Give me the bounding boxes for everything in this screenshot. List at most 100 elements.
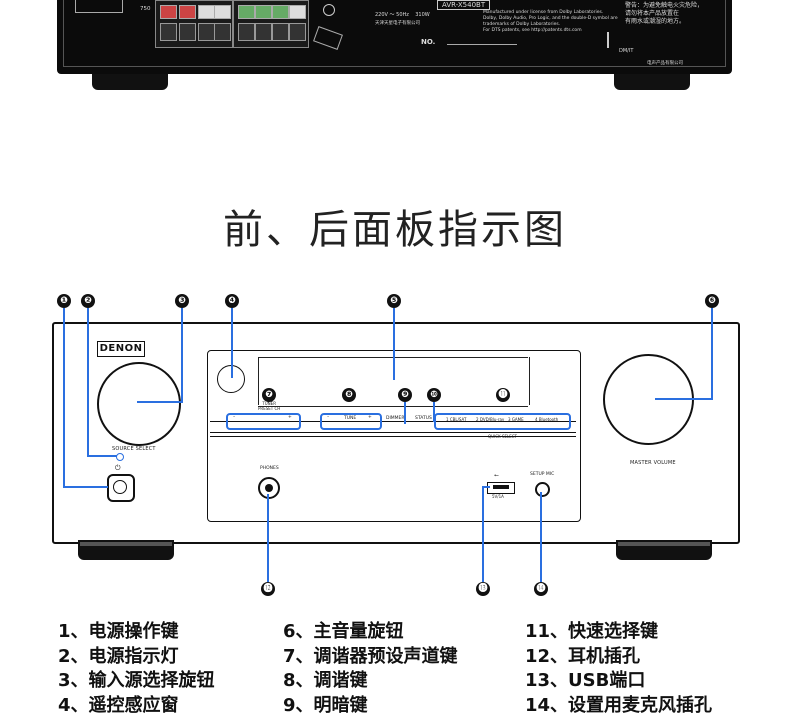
tune-minus[interactable]: – <box>327 415 329 420</box>
rear-warning-text: 警告：为避免触电火灾危险， 请勿将本产品放置在 有雨水或潮湿的地方。 <box>625 2 703 26</box>
legend-item: 6、主音量旋钮 <box>283 620 458 645</box>
terminal-post <box>255 23 272 41</box>
terminal-post <box>238 23 255 41</box>
rear-model-box: AVR-X540BT <box>437 0 490 10</box>
rear-panel: 750 AVR-X540BT 220V ～ 50Hz 310W 天津天星电子有限… <box>57 0 732 74</box>
legend-item: 7、调谐器预设声道键 <box>283 645 458 670</box>
callout-line-13h <box>482 486 490 488</box>
legend-column-2: 6、主音量旋钮 7、调谐器预设声道键 8、调谐键 9、明暗键 <box>283 620 458 718</box>
legend-item: 11、快速选择键 <box>525 620 712 645</box>
quick-select-3[interactable]: 3 GAME <box>508 417 524 422</box>
callout-4: ❹ <box>225 294 239 308</box>
callout-2: ❷ <box>81 294 95 308</box>
callout-7: ❼ <box>262 388 276 402</box>
power-symbol-icon: ⏻ <box>115 464 121 473</box>
callout-6: ❻ <box>705 294 719 308</box>
rear-dmit-label: DM/IT <box>619 48 633 55</box>
callout-line-14 <box>540 492 542 582</box>
callout-line-10 <box>433 402 435 422</box>
callout-12: ⓬ <box>261 582 275 596</box>
callout-8: ❽ <box>342 388 356 402</box>
callout-line-9 <box>404 402 406 424</box>
legend-item: 8、调谐键 <box>283 669 458 694</box>
rear-foot-right <box>614 74 690 90</box>
status-button[interactable]: STATUS <box>415 416 432 421</box>
terminal-red <box>160 5 177 19</box>
headphone-jack[interactable] <box>258 477 280 499</box>
button-row-line-lower <box>210 432 576 433</box>
callout-3: ❸ <box>175 294 189 308</box>
denon-logo: DENON <box>97 341 145 357</box>
callout-line-1 <box>63 308 65 488</box>
page-title: 前、后面板指示图 <box>0 197 790 255</box>
legend-item: 12、耳机插孔 <box>525 645 712 670</box>
rear-foot-left <box>92 74 168 90</box>
callout-line-13 <box>482 488 484 582</box>
legend-item: 4、遥控感应窗 <box>58 694 215 718</box>
front-foot-right <box>616 540 712 560</box>
setup-mic-jack[interactable] <box>535 482 550 497</box>
callout-line-3 <box>181 308 183 403</box>
terminal-post <box>179 23 196 41</box>
terminal-post <box>289 23 306 41</box>
quick-select-2[interactable]: 2 DVD/Blu-ray <box>476 417 504 422</box>
legend-item: 13、USB端口 <box>525 669 712 694</box>
callout-line-5 <box>393 308 395 380</box>
rear-manufacturer: 天津天星电子有限公司 <box>375 20 420 27</box>
rear-no-line <box>447 44 517 45</box>
callout-11: ⓫ <box>496 388 510 402</box>
setup-mic-label: SETUP MIC <box>530 472 554 477</box>
callout-10: ❿ <box>427 388 441 402</box>
usb-port[interactable] <box>487 482 515 494</box>
tuner-preset-label: TUNER PRESET CH <box>258 401 280 411</box>
usb-icon: ⭠ <box>494 472 499 480</box>
quick-select-1[interactable]: 1 CBL/SAT <box>446 417 466 422</box>
speaker-terminals-right <box>233 0 309 48</box>
dimmer-button[interactable]: DIMMER <box>386 416 405 421</box>
terminal-green <box>255 5 272 19</box>
legend-item: 9、明暗键 <box>283 694 458 718</box>
terminal-post <box>272 23 289 41</box>
legend-column-3: 11、快速选择键 12、耳机插孔 13、USB端口 14、设置用麦克风插孔 <box>525 620 712 718</box>
rear-license-text: Manufactured under license from Dolby La… <box>483 10 618 34</box>
callout-line-12 <box>267 494 269 582</box>
callout-line-6 <box>711 308 713 400</box>
legend-item: 1、电源操作键 <box>58 620 215 645</box>
callout-line-4 <box>231 308 233 378</box>
speaker-terminals-left <box>155 0 233 48</box>
tuner-minus[interactable]: – <box>233 415 235 420</box>
callout-13: ⓭ <box>476 582 490 596</box>
rear-voltage: 220V ～ 50Hz 310W <box>375 12 430 19</box>
tune-label: TUNE <box>344 416 356 421</box>
terminal-post <box>160 23 177 41</box>
legend-item: 3、输入源选择旋钮 <box>58 669 215 694</box>
callout-line-3h <box>137 401 183 403</box>
terminal-green <box>272 5 289 19</box>
phones-label: PHONES <box>260 466 279 471</box>
rear-screw-icon <box>323 4 335 16</box>
power-indicator-led <box>116 453 124 461</box>
terminal-red <box>179 5 196 19</box>
master-volume-label: MASTER VOLUME <box>630 460 676 466</box>
callout-line-1h <box>63 486 108 488</box>
callout-14: ⓮ <box>534 582 548 596</box>
rear-brand-small: 电声产品有限公司 <box>647 60 683 67</box>
callout-line-6h <box>655 398 713 400</box>
rear-side-num: 750 <box>140 6 151 13</box>
callout-line-2h <box>87 455 117 457</box>
rear-switch-icon <box>607 32 609 48</box>
callout-line-2 <box>87 308 89 457</box>
quick-select-4[interactable]: 4 Bluetooth <box>535 417 558 422</box>
terminal-post <box>214 23 231 41</box>
callout-9: ❾ <box>398 388 412 402</box>
terminal-post <box>198 23 215 41</box>
tune-plus[interactable]: + <box>368 415 372 420</box>
rear-corner-box <box>75 0 123 13</box>
source-select-knob[interactable] <box>97 362 181 446</box>
callout-5: ❺ <box>387 294 401 308</box>
tuner-plus[interactable]: + <box>288 415 292 420</box>
terminal-white <box>198 5 215 19</box>
legend-item: 2、电源指示灯 <box>58 645 215 670</box>
power-button[interactable] <box>107 474 135 502</box>
usb-label: 5V/1A <box>492 494 504 499</box>
